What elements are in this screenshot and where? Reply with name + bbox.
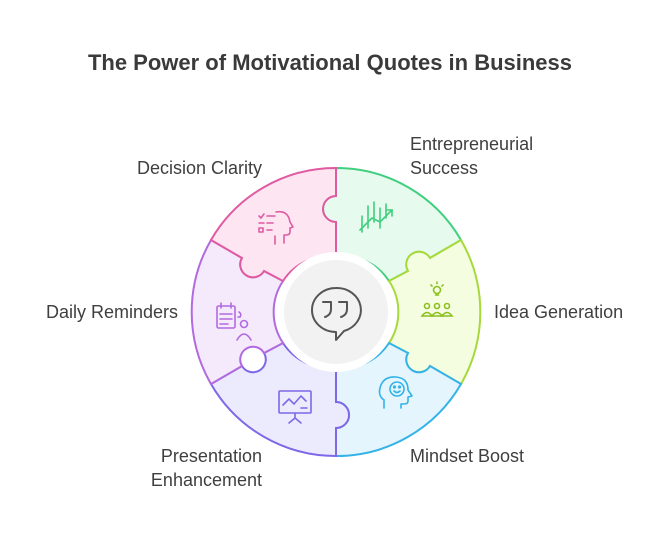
growth-chart-icon (359, 201, 393, 233)
page-title: The Power of Motivational Quotes in Busi… (87, 50, 573, 75)
label-idea-generation: Idea Generation (494, 302, 624, 322)
center-hub (284, 260, 388, 364)
segment-presentation-enhancement (209, 341, 350, 458)
team-idea-lightbulb-icon (420, 281, 454, 317)
label-presentation-enhancement: Presentation Enhancement (150, 446, 262, 490)
label-entrepreneurial-success: Entrepreneurial Success (410, 134, 534, 178)
label-decision-clarity: Decision Clarity (136, 158, 262, 178)
segment-decision-clarity (209, 166, 337, 283)
smiling-head-icon (378, 376, 413, 409)
thinking-head-checklist-icon (258, 210, 294, 245)
checklist-person-icon (216, 302, 252, 341)
label-daily-reminders: Daily Reminders (45, 302, 178, 322)
presentation-board-icon (278, 390, 312, 424)
label-mindset-boost: Mindset Boost (410, 446, 525, 466)
quote-bubble-icon (311, 286, 362, 341)
